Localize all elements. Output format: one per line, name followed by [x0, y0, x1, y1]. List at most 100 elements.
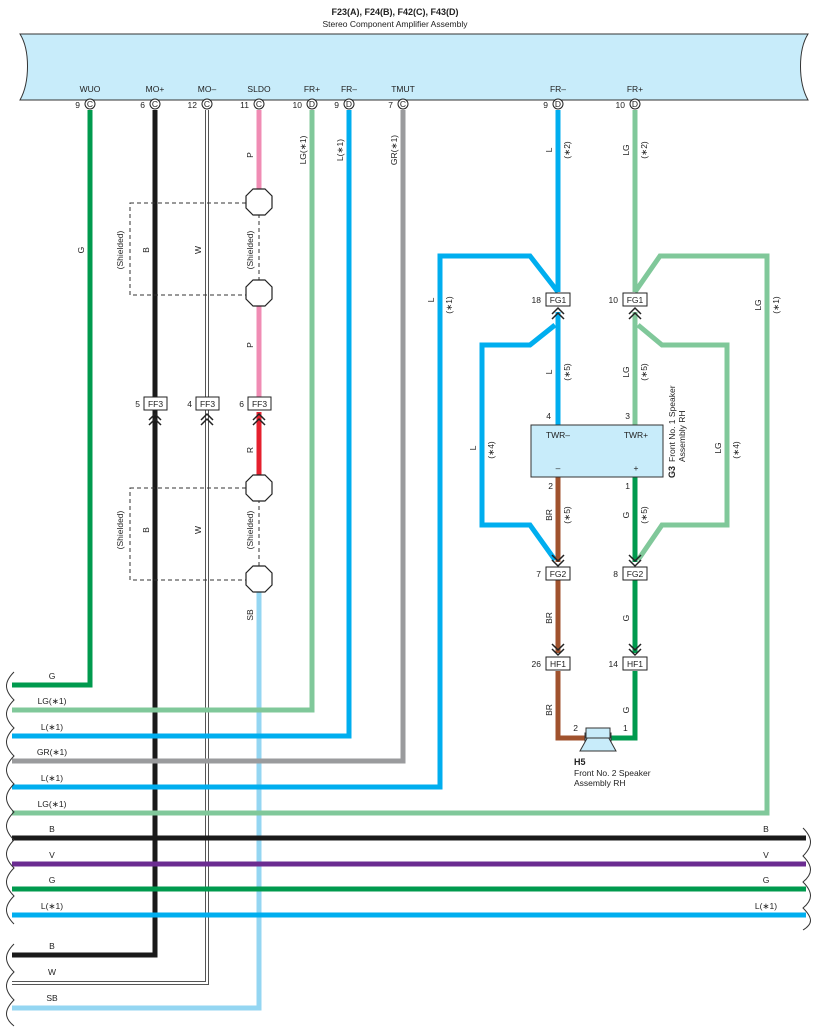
svg-text:FG1: FG1 [627, 295, 644, 305]
svg-text:B: B [141, 247, 151, 253]
pin-circle: C [84, 98, 96, 110]
svg-text:L(∗1): L(∗1) [41, 722, 63, 732]
svg-text:4: 4 [187, 399, 192, 409]
svg-text:C: C [204, 99, 210, 109]
pin-name-fr-plus: FR+ [304, 84, 320, 94]
pin-circle: D [629, 98, 641, 110]
svg-text:LG: LG [753, 299, 763, 310]
svg-text:W: W [193, 526, 203, 534]
pin-name-mo-plus: MO+ [146, 84, 165, 94]
svg-text:G: G [763, 875, 770, 885]
svg-text:G: G [621, 615, 631, 622]
svg-text:(Shielded): (Shielded) [245, 510, 255, 549]
svg-text:SB: SB [46, 993, 58, 1003]
pin-num: 12 [188, 100, 198, 110]
svg-text:D: D [555, 99, 561, 109]
svg-text:B: B [141, 527, 151, 533]
ff3-label: FF3 [148, 399, 163, 409]
svg-text:14: 14 [609, 659, 619, 669]
svg-text:L: L [544, 369, 554, 374]
wire-tmut-gr [12, 110, 406, 764]
svg-text:+: + [634, 463, 639, 473]
svg-text:LG(∗1): LG(∗1) [38, 799, 67, 809]
pin-circle: C [201, 98, 213, 110]
svg-text:L: L [544, 147, 554, 152]
svg-text:G: G [49, 875, 56, 885]
svg-text:L(∗1): L(∗1) [755, 901, 777, 911]
svg-text:(∗1): (∗1) [444, 296, 454, 314]
svg-text:1: 1 [625, 481, 630, 491]
shield-terminals [245, 188, 273, 593]
svg-text:B: B [49, 824, 55, 834]
bus-wire-labels: G LG(∗1) L(∗1) GR(∗1) L(∗1) LG(∗1) B B V… [37, 671, 777, 1003]
svg-text:Front No. 1 Speaker: Front No. 1 Speaker [667, 385, 677, 462]
svg-text:L(∗1): L(∗1) [41, 901, 63, 911]
svg-text:P: P [245, 342, 255, 348]
shield-terminal [245, 279, 273, 307]
amplifier-pins: WUO MO+ MO– SLDO FR+ FR– TMUT FR– FR+ 9 … [75, 84, 643, 110]
svg-text:TWR+: TWR+ [624, 430, 648, 440]
fg1-connectors: FG1 18 FG1 10 [532, 292, 648, 320]
harness-break-left-lower [6, 943, 15, 1027]
svg-text:(∗5): (∗5) [562, 363, 572, 381]
svg-text:G: G [76, 247, 86, 254]
ff3-label: FF3 [252, 399, 267, 409]
svg-text:D: D [346, 99, 352, 109]
wire-sldo-sb [12, 578, 262, 1011]
wire-hf1-h5-br [555, 671, 585, 741]
wire-lg-loop [12, 253, 770, 816]
svg-text:G: G [621, 512, 631, 519]
svg-text:(∗4): (∗4) [731, 441, 741, 459]
pin-circles: C C C C D D C D D [84, 98, 641, 110]
svg-text:FG1: FG1 [550, 295, 567, 305]
svg-text:LG: LG [713, 442, 723, 453]
svg-text:1: 1 [623, 723, 628, 733]
pin-circle: D [343, 98, 355, 110]
pin-num: 10 [293, 100, 303, 110]
svg-text:BR: BR [544, 509, 554, 521]
pin-name-mo-minus: MO– [198, 84, 217, 94]
svg-text:V: V [763, 850, 769, 860]
pin-num: 11 [240, 100, 249, 110]
svg-text:W: W [193, 246, 203, 254]
svg-text:FG2: FG2 [550, 569, 567, 579]
ff3-connectors: FF3 5 FF3 4 FF3 6 [135, 396, 272, 426]
ff3-label: FF3 [200, 399, 215, 409]
g3-speaker-assembly: TWR– TWR+ – + 4 3 2 1 G3 Front No. 1 Spe… [530, 385, 687, 491]
svg-text:SB: SB [245, 609, 255, 621]
pin-circle: D [306, 98, 318, 110]
shield-terminal [245, 188, 273, 216]
wire-wuo-g [12, 110, 93, 688]
svg-text:3: 3 [625, 411, 630, 421]
pin-num: 9 [334, 100, 339, 110]
svg-text:V: V [49, 850, 55, 860]
shield-terminal [245, 565, 273, 593]
svg-text:(∗5): (∗5) [639, 363, 649, 381]
svg-text:Assembly RH: Assembly RH [574, 778, 625, 788]
wire-l-bypass [479, 323, 558, 562]
svg-text:LG: LG [621, 144, 631, 155]
svg-text:W: W [48, 967, 56, 977]
h5-speaker-assembly: 2 1 H5 Front No. 2 Speaker Assembly RH [573, 723, 650, 788]
svg-text:Assembly RH: Assembly RH [677, 411, 687, 462]
svg-text:(∗2): (∗2) [639, 141, 649, 159]
pin-num: 9 [543, 100, 548, 110]
svg-text:18: 18 [532, 295, 542, 305]
svg-text:L(∗1): L(∗1) [41, 773, 63, 783]
fg2-connectors: FG2 7 FG2 8 [536, 554, 648, 581]
svg-text:7: 7 [536, 569, 541, 579]
svg-text:5: 5 [135, 399, 140, 409]
shield-box-lower [129, 487, 260, 581]
pin-name-fr-plus-2: FR+ [627, 84, 643, 94]
svg-text:L: L [426, 297, 436, 302]
svg-text:4: 4 [546, 411, 551, 421]
amplifier-assembly-box [19, 33, 809, 101]
shield-terminal [245, 474, 273, 502]
svg-text:BR: BR [544, 704, 554, 716]
svg-text:C: C [256, 99, 262, 109]
svg-text:10: 10 [609, 295, 619, 305]
svg-text:(Shielded): (Shielded) [115, 510, 125, 549]
pin-num: 10 [616, 100, 626, 110]
svg-text:H5: H5 [574, 757, 586, 767]
